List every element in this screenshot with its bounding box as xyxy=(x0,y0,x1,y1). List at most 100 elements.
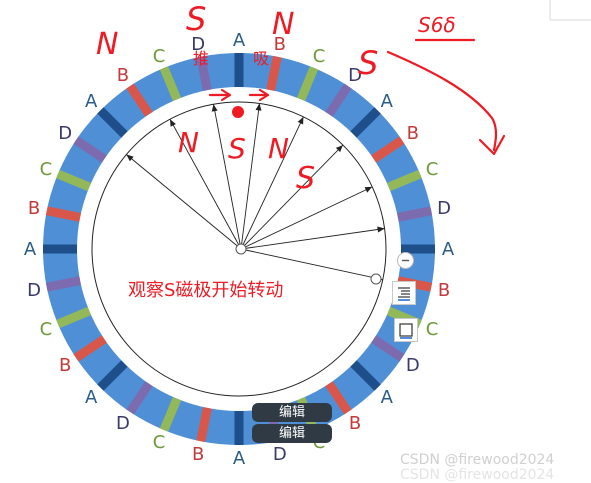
rotor-spoke xyxy=(240,186,373,250)
stator-coil xyxy=(73,136,107,163)
rotor-spoke xyxy=(240,248,383,281)
stator-coil xyxy=(234,53,244,87)
phase-letters: ABCDABCDABCDABCDABCDABCDABCDABCD xyxy=(24,30,455,469)
phase-letter: C xyxy=(426,159,439,180)
rotor-spoke xyxy=(240,144,344,250)
rotor-center xyxy=(235,243,247,255)
phase-letter: C xyxy=(40,319,53,340)
inner-s-1: S xyxy=(228,132,246,165)
phase-letter: B xyxy=(28,198,40,219)
rotor-spoke-arrowhead xyxy=(255,103,262,111)
stator-coil xyxy=(234,411,244,445)
frame-button[interactable] xyxy=(394,318,418,342)
inner-n-1: N xyxy=(178,126,199,159)
align-text-icon xyxy=(398,287,410,301)
handwritten-n-top-right: N xyxy=(272,7,294,42)
push-label: 推 xyxy=(193,49,209,68)
handwritten-n-left: N xyxy=(96,27,118,62)
phase-letter: A xyxy=(381,91,394,112)
handwritten-s64: S6δ xyxy=(418,13,456,37)
watermark-2: CSDN @firewood2024 xyxy=(400,467,555,483)
phase-letter: A xyxy=(233,30,246,51)
handwritten-s-right: S xyxy=(358,44,378,82)
stator-coil xyxy=(126,83,153,117)
marker-dot xyxy=(232,106,244,118)
inner-n-2: N xyxy=(268,132,289,165)
rotor-spoke xyxy=(240,228,385,250)
stator-coil xyxy=(386,169,422,192)
phase-letter: B xyxy=(59,355,71,376)
rotor-spoke xyxy=(213,104,242,250)
phase-letter: A xyxy=(85,91,98,112)
phase-letter: D xyxy=(437,198,451,219)
phase-letter: C xyxy=(426,319,439,340)
stator-coil xyxy=(97,107,128,138)
inner-s-2: S xyxy=(296,161,315,196)
rotation-arrowhead xyxy=(478,134,506,156)
phase-letter: B xyxy=(438,280,450,301)
phase-letter: A xyxy=(24,239,37,260)
rotor-spoke-arrowhead xyxy=(211,104,218,112)
stator-coil xyxy=(325,381,352,415)
edit-button-1[interactable]: 编辑 xyxy=(252,403,332,422)
stator-coil xyxy=(350,360,381,391)
rotor-spoke-arrowhead xyxy=(170,119,176,127)
rotor-spoke xyxy=(240,103,260,250)
suck-arrowhead xyxy=(258,88,270,102)
stator-coil xyxy=(196,55,212,91)
phase-letter: D xyxy=(406,355,420,376)
rotor-spoke-arrowhead xyxy=(377,226,385,233)
rotor-spokes xyxy=(126,103,385,281)
phase-letter: D xyxy=(348,65,362,86)
stator-coil xyxy=(159,66,182,102)
stator-coil xyxy=(266,55,282,91)
caption: 观察S磁极开始转动 xyxy=(128,280,283,301)
rotor-spoke-arrowhead xyxy=(335,145,343,153)
handwritten-s-top: S xyxy=(186,0,206,38)
phase-letter: A xyxy=(381,387,394,408)
phase-letter: D xyxy=(116,413,130,434)
stator-coil xyxy=(45,276,81,292)
phase-letter: C xyxy=(40,159,53,180)
rotor-handle[interactable] xyxy=(370,273,382,285)
stator-coil xyxy=(296,66,319,102)
stator-coil xyxy=(159,396,182,432)
stator-coil xyxy=(45,206,81,222)
phase-letter: C xyxy=(313,46,326,67)
push-arrowhead xyxy=(220,88,232,102)
suck-label: 吸 xyxy=(253,49,269,68)
phase-letter: B xyxy=(274,34,286,55)
zoom-out-icon xyxy=(402,259,409,262)
stator-coil xyxy=(371,136,405,163)
phase-letter: A xyxy=(233,448,246,469)
rotor-spoke xyxy=(169,118,242,250)
stator-coil xyxy=(97,360,128,391)
zoom-out-button[interactable] xyxy=(397,252,414,269)
rotor-spoke-arrowhead xyxy=(364,186,373,193)
frame-icon xyxy=(399,323,413,339)
rotation-arrow xyxy=(386,50,498,152)
phase-letter: D xyxy=(58,123,72,144)
stator-coil xyxy=(350,107,381,138)
rotor-spoke-arrowhead xyxy=(297,116,304,125)
phase-letter: B xyxy=(192,444,204,465)
watermark-1: CSDN @firewood2024 xyxy=(400,452,555,468)
stator-coil xyxy=(196,407,212,443)
rotor-spoke xyxy=(126,154,242,250)
stator-coil xyxy=(397,206,433,222)
phase-letter: B xyxy=(349,413,361,434)
phase-letter: D xyxy=(273,444,287,465)
phase-letter: C xyxy=(153,432,166,453)
stator-coil xyxy=(56,169,92,192)
phase-letter: B xyxy=(117,65,129,86)
edit-button-2[interactable]: 编辑 xyxy=(252,424,332,443)
stator-coil xyxy=(325,83,352,117)
stator-coil xyxy=(371,335,405,362)
stator-coil xyxy=(73,335,107,362)
phase-letter: C xyxy=(153,46,166,67)
align-text-button[interactable] xyxy=(392,281,416,305)
stator-coil xyxy=(56,306,92,329)
phase-letter: D xyxy=(191,34,205,55)
stator-coil xyxy=(43,244,77,254)
phase-letter: B xyxy=(407,123,419,144)
